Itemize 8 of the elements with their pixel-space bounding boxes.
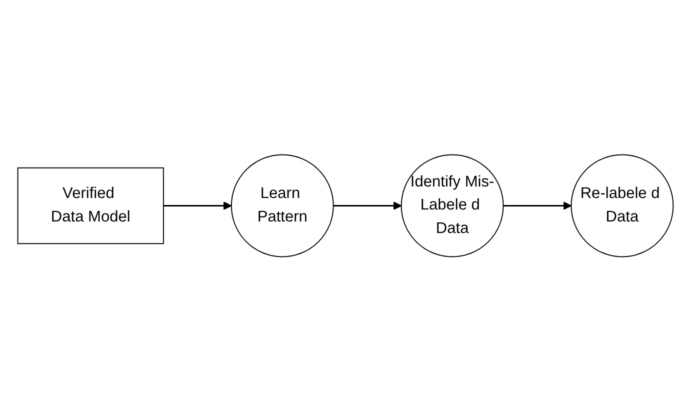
node-circle xyxy=(230,154,334,258)
arrow xyxy=(163,202,232,210)
node-circle xyxy=(400,154,504,258)
arrow xyxy=(333,202,402,210)
arrow xyxy=(503,202,572,210)
node-circle xyxy=(570,154,674,258)
node-box xyxy=(17,168,164,244)
flowchart-drawing: Verified Data Model Learn Pattern Identify Mis-Labele d Data Re-labele d Data xyxy=(10,147,681,265)
